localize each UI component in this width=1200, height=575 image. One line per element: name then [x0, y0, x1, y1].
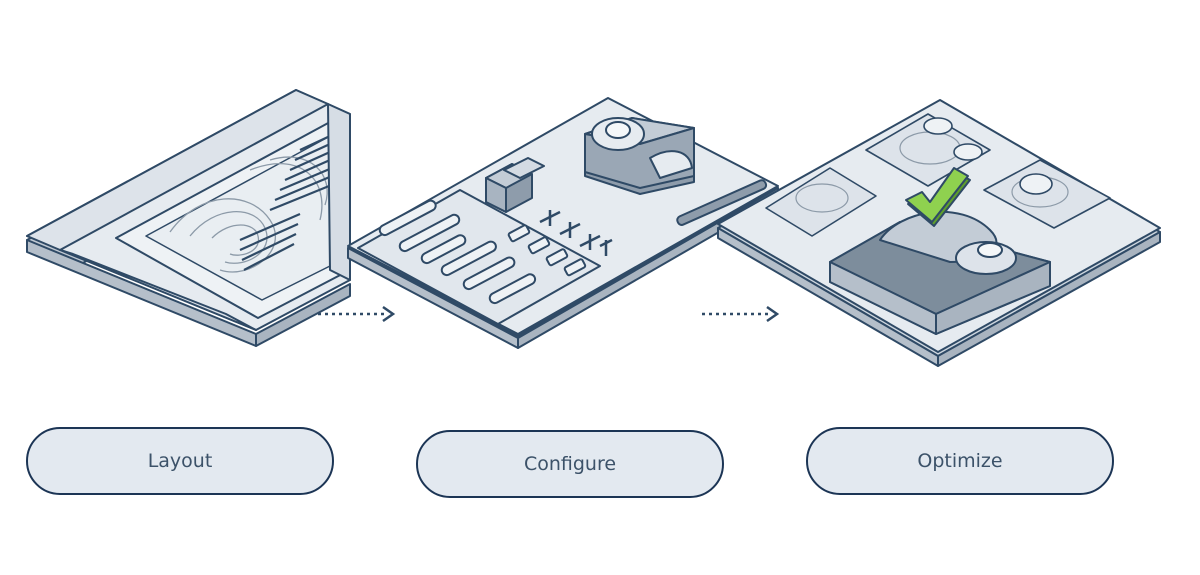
layout-step-button[interactable]: Layout — [26, 427, 334, 495]
optimize-terrain-icon — [717, 99, 1161, 367]
dotted-arrow-icon — [702, 305, 780, 323]
optimize-step-label: Optimize — [917, 450, 1003, 472]
configure-board-icon — [347, 97, 779, 349]
configure-step-button[interactable]: Configure — [416, 430, 724, 498]
configure-step-label: Configure — [523, 453, 617, 475]
checkmark-icon — [905, 167, 971, 227]
dotted-arrow-icon — [318, 305, 396, 323]
layout-sheet-icon — [26, 89, 351, 347]
optimize-step-button[interactable]: Optimize — [806, 427, 1114, 495]
layout-step-label: Layout — [147, 450, 213, 472]
